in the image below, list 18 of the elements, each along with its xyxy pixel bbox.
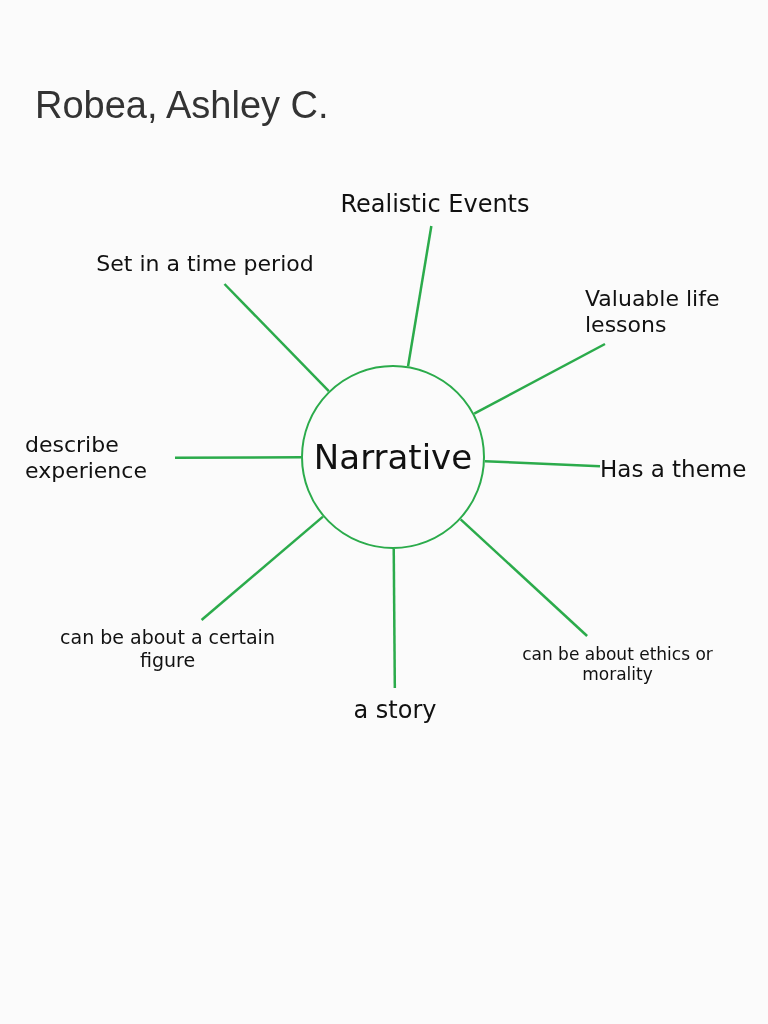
branch-text: a story — [353, 695, 437, 725]
author-name: Robea, Ashley C. — [35, 84, 329, 127]
connector-line — [392, 549, 397, 688]
connector-line — [473, 342, 606, 415]
branch-text: Set in a time period — [96, 250, 314, 278]
branch-text: Valuable life lessons — [585, 285, 721, 339]
branch-text: can be about a certain figure — [59, 626, 276, 672]
branch-text: describe experience — [25, 431, 148, 485]
topic-text: Narrative — [313, 437, 473, 477]
connector-line — [200, 515, 324, 621]
connector-line — [175, 456, 301, 459]
connector-line — [484, 459, 601, 468]
branch-text: can be about ethics or morality — [521, 643, 714, 685]
branch-text: Realistic Events — [340, 189, 530, 219]
branch-text: Has a theme — [600, 456, 747, 484]
connector-line — [459, 518, 588, 637]
connector-line — [406, 225, 433, 367]
connector-line — [223, 283, 330, 392]
